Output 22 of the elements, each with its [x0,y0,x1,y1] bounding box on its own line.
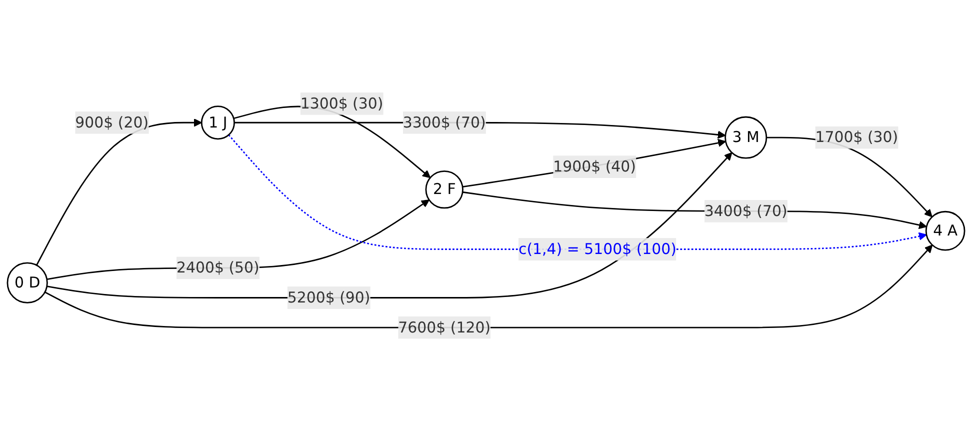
edge-label: 900$ (20) [75,113,149,131]
arrow [46,199,430,280]
arrow [462,138,726,188]
edge-label: 1700$ (30) [815,128,898,146]
node-circle: 2 F [425,170,464,209]
node-circle: 0 D [6,262,48,304]
arrow [228,134,927,250]
node-circle: 3 M [724,116,768,159]
edge-label: 3400$ (70) [704,202,788,220]
edge-label: 2400$ (50) [176,258,260,276]
edge-label: 3300$ (70) [402,113,486,131]
arrow [46,152,732,298]
edge-label: 7600$ (120) [398,318,491,336]
edge-label: 5200$ (90) [287,288,370,306]
arrow [36,118,202,266]
edge-label: 1900$ (40) [553,157,636,176]
node-circle: 1 J [200,106,235,140]
arrow [44,244,933,328]
edge-label: 1300$ (30) [300,94,384,112]
edge-label: c(1,4) = 5100$ (100) [518,240,676,258]
arrow [462,191,927,229]
node-circle: 4 A [925,210,966,251]
